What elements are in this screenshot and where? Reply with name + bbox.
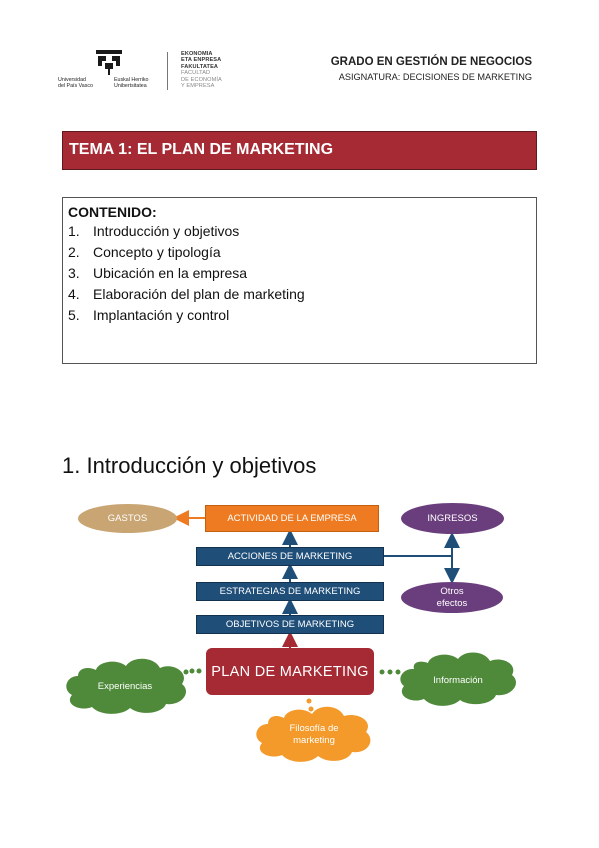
informacion-cloud (400, 652, 517, 706)
subject-title: ASIGNATURA: DECISIONES DE MARKETING (338, 72, 532, 82)
contents-box: CONTENIDO: 1.Introducción y objetivos 2.… (62, 197, 537, 364)
dotted-connector-filosofia (306, 698, 314, 712)
faculty-logo: EKONOMIA ETA ENPRESA FAKULTATEA FACULTAD… (181, 51, 222, 90)
plan-box: PLAN DE MARKETING (206, 648, 374, 695)
dotted-connector-informacion (379, 669, 401, 675)
topic-banner: TEMA 1: EL PLAN DE MARKETING (62, 131, 537, 170)
filosofia-label: Filosofía de marketing (289, 723, 339, 746)
contents-item: 1.Introducción y objetivos (68, 223, 240, 239)
objetivos-box: OBJETIVOS DE MARKETING (196, 615, 384, 634)
section-title: 1. Introducción y objetivos (62, 453, 317, 478)
contents-list: 1.Introducción y objetivos 2.Concepto y … (68, 221, 536, 326)
university-emblem-icon (96, 50, 122, 75)
estrategias-box: ESTRATEGIAS DE MARKETING (196, 582, 384, 601)
university-logo: Universidad del País Vasco Euskal Herrik… (58, 50, 176, 92)
university-name-eu: Euskal Herriko Unibertsitatea (114, 77, 149, 90)
logo-divider (167, 52, 168, 90)
gastos-ellipse: GASTOS (78, 504, 177, 533)
contents-item: 5.Implantación y control (68, 307, 230, 323)
contents-item: 3.Ubicación en la empresa (68, 265, 248, 281)
degree-title: GRADO EN GESTIÓN DE NEGOCIOS (330, 56, 532, 68)
university-name-es: Universidad del País Vasco (58, 77, 93, 90)
otros-ellipse: Otros efectos (401, 582, 503, 613)
dotted-connector-experiencias (183, 668, 202, 675)
contents-title: CONTENIDO: (68, 204, 157, 220)
contents-item: 2.Concepto y tipología (68, 244, 221, 260)
ingresos-ellipse: INGRESOS (401, 503, 504, 534)
experiencias-label: Experiencias (97, 681, 153, 692)
filosofia-cloud (256, 706, 371, 762)
contents-item: 4.Elaboración del plan de marketing (68, 286, 305, 302)
experiencias-cloud (66, 658, 187, 714)
acciones-box: ACCIONES DE MARKETING (196, 547, 384, 566)
informacion-label: Información (433, 675, 483, 686)
actividad-box: ACTIVIDAD DE LA EMPRESA (205, 505, 379, 532)
